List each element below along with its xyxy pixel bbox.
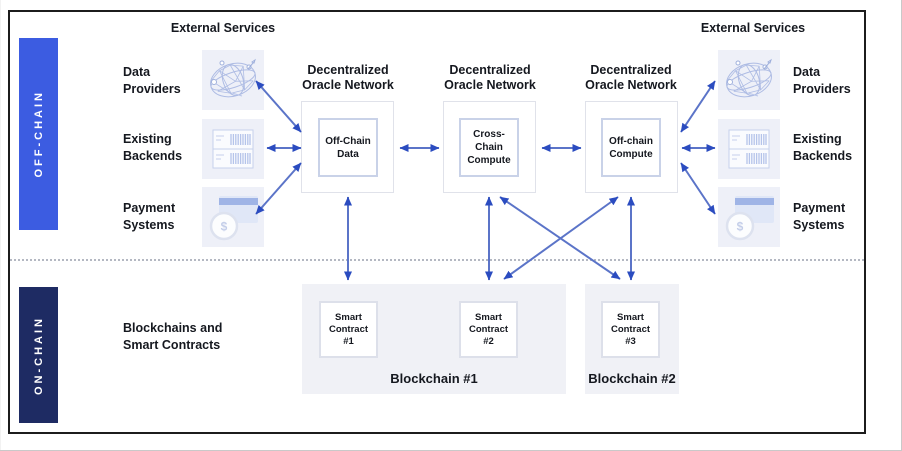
svg-text:$: $	[737, 220, 744, 234]
external-services-header-right: External Services	[700, 21, 806, 35]
offchain-band: OFF-CHAIN	[19, 38, 58, 230]
onchain-band-label: ON-CHAIN	[32, 315, 45, 395]
offchain-band-label: OFF-CHAIN	[32, 90, 45, 178]
data-providers-globe-icon	[718, 50, 780, 110]
blockchain-2-label: Blockchain #2	[588, 371, 676, 386]
existing-backends-server-icon	[202, 119, 264, 179]
don3-box	[585, 101, 678, 193]
svg-text:$: $	[221, 220, 228, 234]
external-services-header-left: External Services	[170, 21, 276, 35]
blockchain-1-label: Blockchain #1	[390, 371, 478, 386]
onchain-band: ON-CHAIN	[19, 287, 58, 423]
payment-systems-card-icon: $	[202, 187, 264, 247]
offchain-onchain-divider	[10, 259, 864, 261]
arrow-don2-smartcontract3	[499, 196, 621, 280]
payment-systems-card-icon: $	[718, 187, 780, 247]
existing-backends-server-icon	[718, 119, 780, 179]
data-providers-globe-icon	[202, 50, 264, 110]
arrow-don3-payments-right	[680, 162, 716, 215]
arrow-don3-smartcontract2	[503, 196, 619, 280]
